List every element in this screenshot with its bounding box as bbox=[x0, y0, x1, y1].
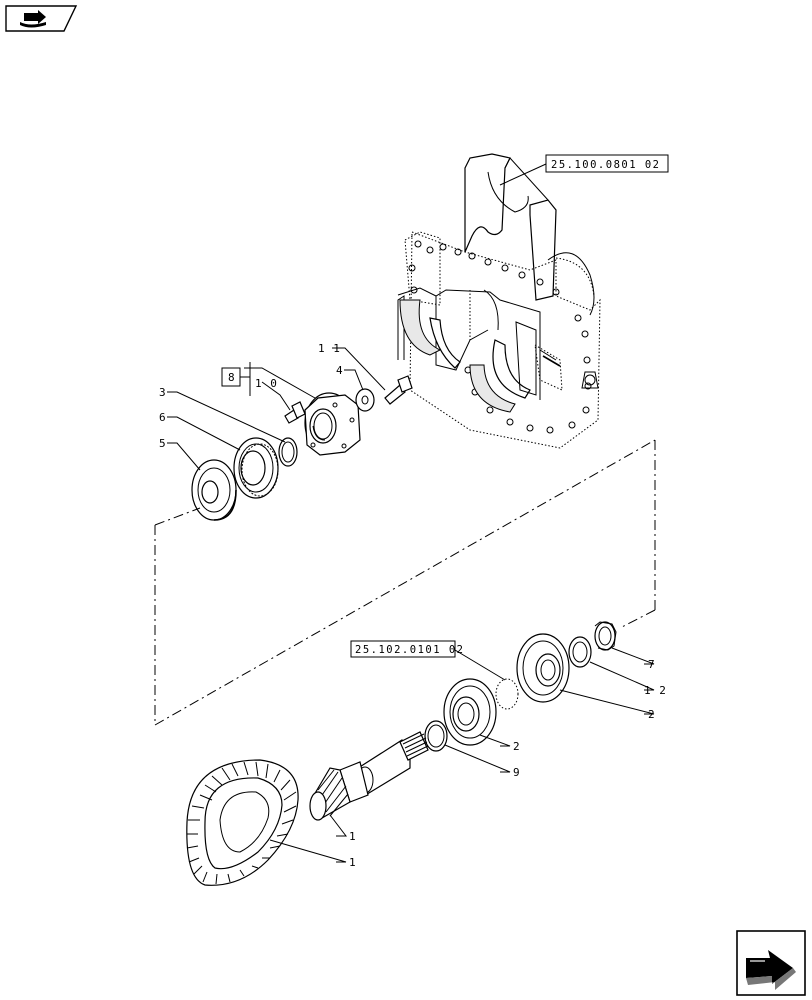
callout-6: 6 bbox=[159, 411, 167, 424]
nut-7 bbox=[594, 621, 617, 651]
washer-4 bbox=[355, 388, 375, 412]
bearing-group-reference-label: 25.102.0101 02 bbox=[355, 644, 465, 656]
snap-ring-3 bbox=[278, 437, 298, 467]
callout-labels: 1 1 4 1 0 3 6 5 7 1 2 2 2 9 1 1 bbox=[159, 342, 667, 869]
bearing-6 bbox=[233, 437, 279, 499]
callout-7: 7 bbox=[648, 658, 656, 671]
callout-2-upper: 2 bbox=[648, 708, 656, 721]
housing-reference-label: 25.100.0801 02 bbox=[551, 159, 661, 171]
axle-housing bbox=[397, 153, 601, 449]
housing-reference-callout[interactable]: 25.100.0801 02 bbox=[499, 154, 669, 186]
pinion-flange bbox=[304, 392, 361, 456]
callout-4: 4 bbox=[336, 364, 344, 377]
pinion-shaft bbox=[309, 731, 429, 821]
callout-9: 9 bbox=[513, 766, 521, 779]
callout-1-pinion: 1 bbox=[349, 830, 357, 843]
bearing-2-upper bbox=[516, 633, 570, 703]
callout-12: 1 2 bbox=[644, 684, 667, 697]
ring-gear bbox=[186, 759, 299, 886]
bolt-10 bbox=[284, 401, 306, 424]
bearing-2-lower bbox=[443, 678, 497, 746]
washer-12 bbox=[568, 636, 592, 668]
callout-11: 1 1 bbox=[318, 342, 341, 355]
callout-8-box[interactable]: 8 bbox=[221, 362, 251, 396]
callout-3: 3 bbox=[159, 386, 167, 399]
next-page-arrow-icon[interactable] bbox=[736, 930, 806, 996]
callout-10: 1 0 bbox=[255, 377, 278, 390]
book-arrow-icon[interactable] bbox=[5, 5, 78, 32]
callout-1-ring-gear: 1 bbox=[349, 856, 357, 869]
assembly-lines bbox=[154, 439, 656, 726]
bearing-group-reference-callout[interactable]: 25.102.0101 02 bbox=[350, 640, 506, 681]
callout-2-lower: 2 bbox=[513, 740, 521, 753]
callout-5: 5 bbox=[159, 437, 167, 450]
shim-9 bbox=[424, 720, 448, 752]
bolt-11 bbox=[384, 375, 413, 405]
seal-5 bbox=[191, 459, 237, 521]
callout-8: 8 bbox=[228, 371, 236, 384]
spacer-dotted bbox=[495, 678, 519, 710]
